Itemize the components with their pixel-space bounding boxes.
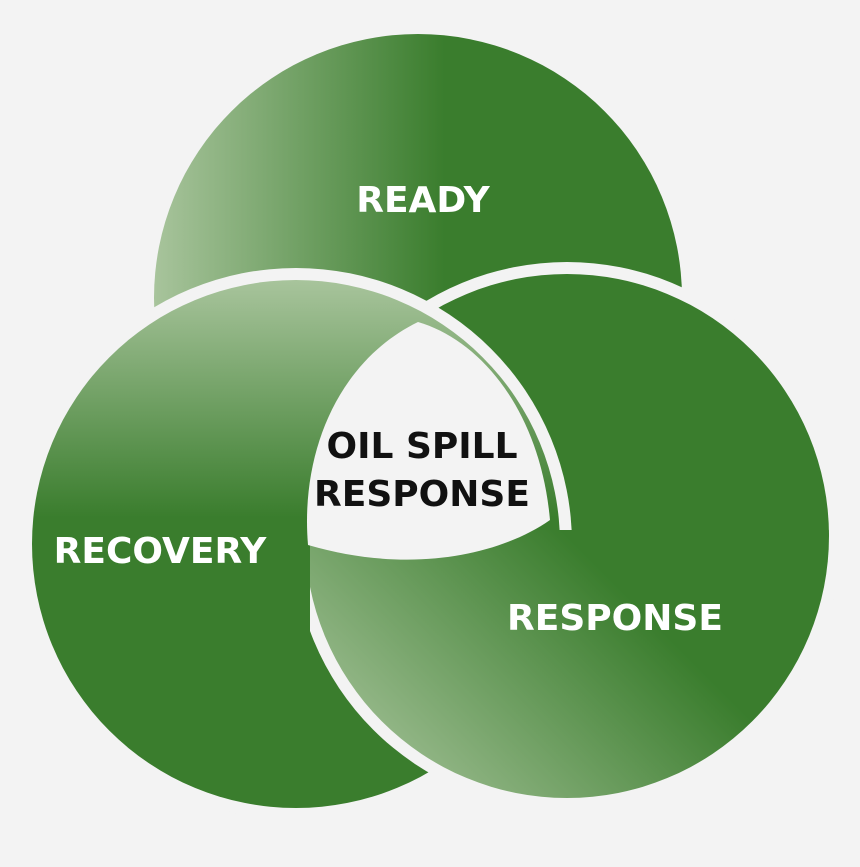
response-overlap-segment: [310, 530, 829, 798]
recovery-label: RECOVERY: [54, 531, 268, 572]
response-overlap-group: [310, 530, 841, 810]
center-region: [306, 322, 550, 560]
center-title-line-1: OIL SPILL: [326, 426, 517, 467]
response-label: RESPONSE: [507, 598, 723, 639]
center-title-line-2: RESPONSE: [314, 474, 530, 515]
ready-label: READY: [356, 180, 490, 221]
